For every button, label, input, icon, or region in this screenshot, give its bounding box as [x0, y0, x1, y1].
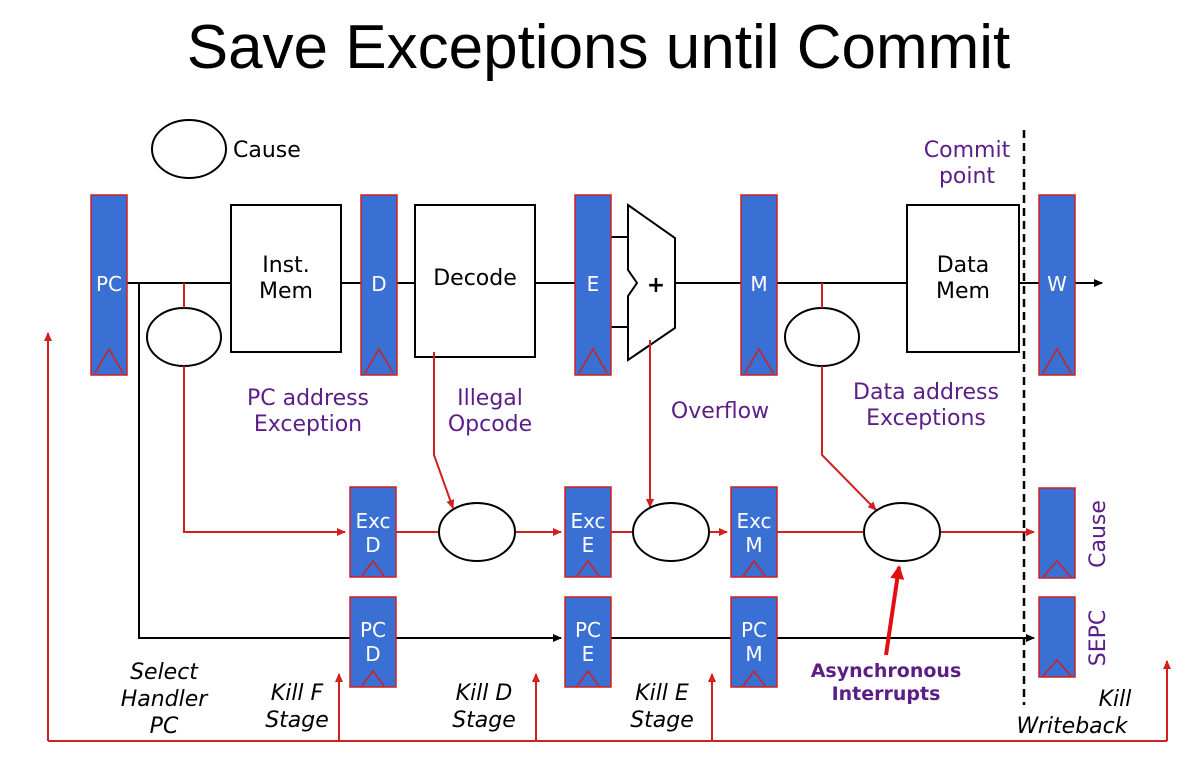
kill-d-label-1: Kill D	[456, 681, 513, 706]
async-label-2: Interrupts	[832, 683, 941, 705]
inst-mem-label-2: Mem	[259, 279, 313, 304]
decode-label: Decode	[433, 266, 517, 291]
pc-d-register: PC D	[349, 596, 397, 688]
pc-address-label-2: Exception	[254, 412, 362, 437]
data-mem-box	[906, 204, 1020, 353]
cause-register-label: Cause	[1086, 500, 1111, 568]
kill-wb-label-2: Writeback	[1017, 714, 1129, 739]
cause-legend-label: Cause	[233, 138, 301, 163]
sepc-register	[1038, 596, 1076, 678]
pc-m-label-1: PC	[741, 618, 767, 642]
w-register-label: W	[1047, 272, 1067, 296]
cause-legend-ellipse	[151, 119, 227, 179]
data-mem-label-1: Data	[937, 253, 990, 278]
overflow-label: Overflow	[671, 399, 769, 424]
kill-d-label-2: Stage	[452, 708, 516, 733]
exc-m-combine	[863, 502, 941, 562]
commit-label-1: Commit	[924, 138, 1011, 163]
exc-e-label-1: Exc	[570, 509, 605, 533]
commit-label-2: point	[939, 164, 995, 189]
pc-m-register: PC M	[730, 596, 778, 688]
inst-mem-box	[230, 204, 342, 353]
pc-register: PC	[90, 194, 128, 376]
pc-d-label-2: D	[365, 642, 380, 666]
exc-d-register: Exc D	[349, 486, 397, 578]
e-register-label: E	[587, 272, 600, 296]
pc-register-label: PC	[96, 272, 122, 296]
pc-e-register: PC E	[564, 596, 612, 688]
data-address-check	[784, 307, 860, 367]
d-register-label: D	[371, 272, 386, 296]
exception-wires	[183, 283, 1035, 536]
page-title: Save Exceptions until Commit	[186, 13, 1011, 82]
pc-e-label-1: PC	[575, 618, 601, 642]
e-register: E	[574, 194, 612, 376]
exc-e-label-2: E	[582, 533, 595, 557]
m-register-label: M	[750, 272, 767, 296]
kill-wb-label-1: Kill	[1099, 687, 1132, 712]
kill-f-label-2: Stage	[265, 708, 329, 733]
sepc-register-label: SEPC	[1086, 610, 1111, 667]
pc-d-label-1: PC	[360, 618, 386, 642]
data-mem-label-2: Mem	[936, 279, 990, 304]
kill-e-label-1: Kill E	[635, 681, 689, 706]
d-register: D	[360, 194, 398, 376]
select-handler-label-3: PC	[150, 714, 179, 739]
illegal-opcode-label-1: Illegal	[457, 386, 523, 411]
async-interrupt-arrow	[884, 565, 905, 656]
exc-e-combine	[632, 502, 710, 562]
exc-m-label-1: Exc	[736, 509, 771, 533]
pc-e-label-2: E	[582, 642, 595, 666]
exc-e-register: Exc E	[564, 486, 612, 578]
exc-m-register: Exc M	[730, 486, 778, 578]
data-address-label-1: Data address	[853, 380, 999, 405]
pc-m-label-2: M	[745, 642, 762, 666]
select-handler-label-2: Handler	[121, 687, 210, 712]
exc-d-combine	[438, 502, 516, 562]
adder-label: +	[647, 273, 665, 298]
pc-address-label-1: PC address	[247, 386, 369, 411]
kill-wires	[44, 332, 1171, 742]
kill-e-label-2: Stage	[630, 708, 694, 733]
exc-d-label-2: D	[365, 533, 380, 557]
illegal-opcode-label-2: Opcode	[448, 412, 532, 437]
exc-d-label-1: Exc	[355, 509, 390, 533]
cause-register	[1038, 487, 1076, 579]
w-register: W	[1038, 194, 1076, 376]
inst-mem-label-1: Inst.	[262, 253, 310, 278]
kill-f-label-1: Kill F	[271, 681, 324, 706]
alu-adder	[627, 203, 676, 362]
async-label-1: Asynchronous	[811, 660, 962, 682]
exc-m-label-2: M	[745, 533, 762, 557]
decode-box	[414, 204, 536, 358]
m-register: M	[740, 194, 778, 376]
data-address-label-2: Exceptions	[866, 406, 986, 431]
pc-address-check	[146, 307, 222, 367]
select-handler-label-1: Select	[130, 660, 199, 685]
main-datapath	[127, 236, 1103, 642]
